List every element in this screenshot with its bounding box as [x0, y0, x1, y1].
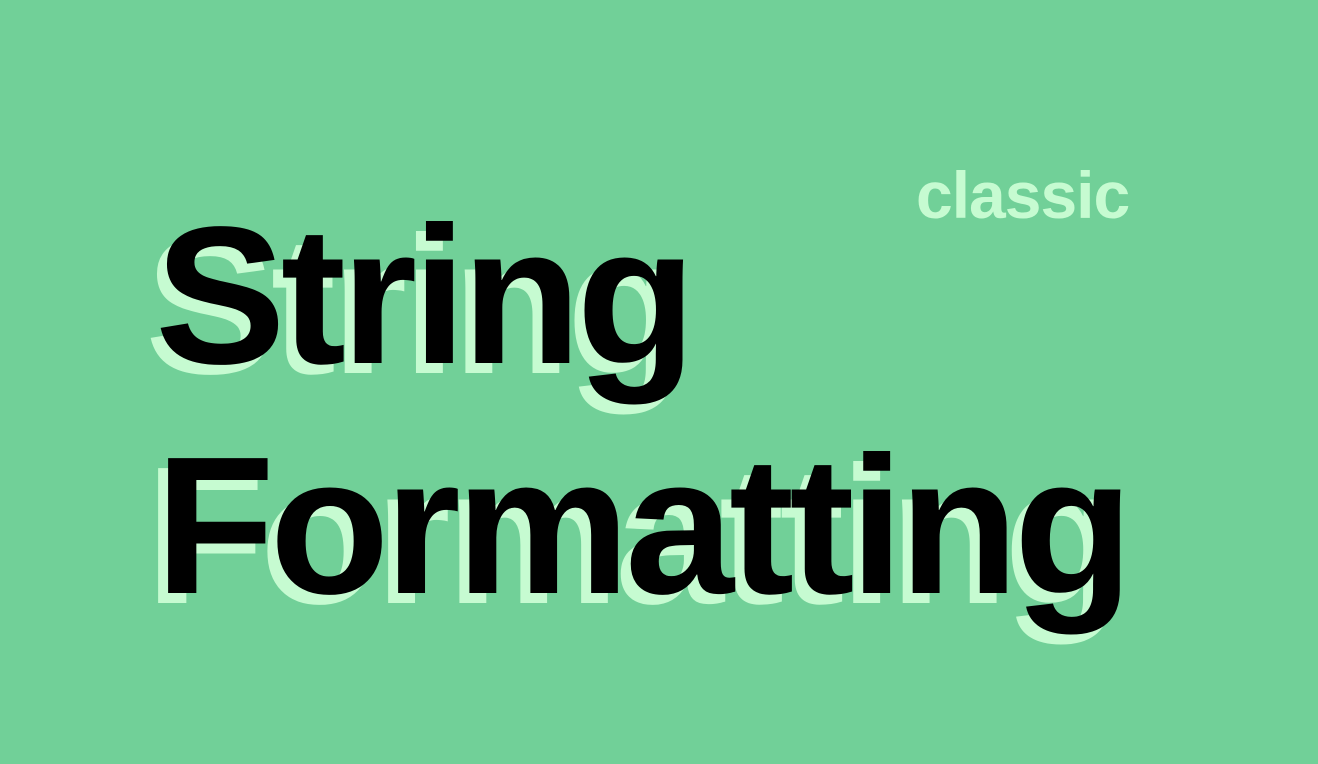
title-line-2: Formatting — [155, 416, 1133, 635]
title-line-1: String — [155, 186, 696, 405]
subtitle-label: classic — [916, 158, 1130, 232]
